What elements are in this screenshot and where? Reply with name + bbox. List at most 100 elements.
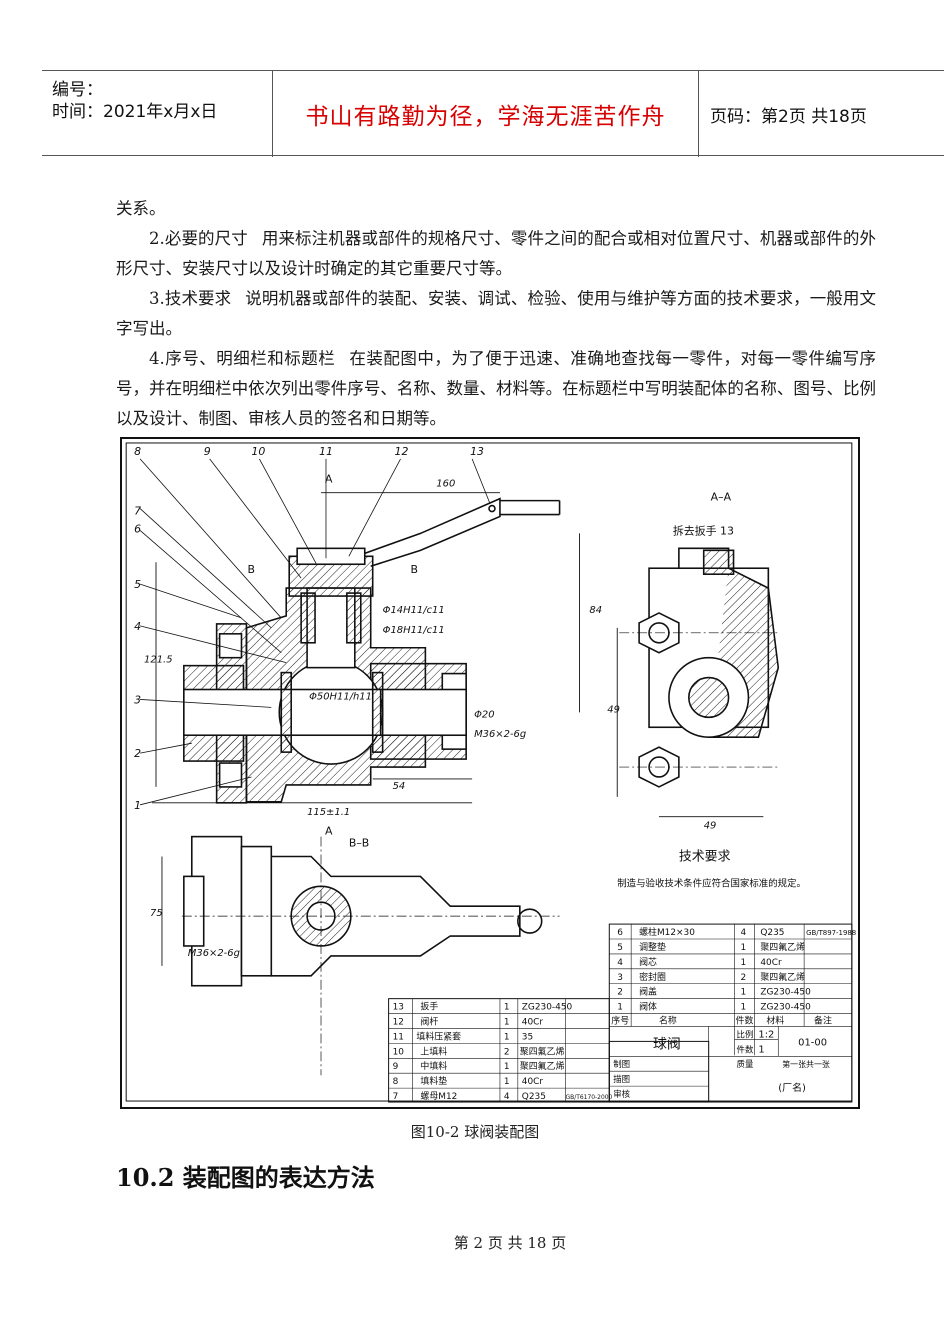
svg-text:ZG230-450: ZG230-450 bbox=[760, 1003, 811, 1013]
svg-text:1: 1 bbox=[504, 1003, 510, 1013]
svg-text:1: 1 bbox=[504, 1017, 510, 1027]
tech-title: 技术要求 bbox=[679, 849, 731, 864]
balloon-label: 9 bbox=[204, 445, 211, 458]
view-labels: A–A B–B A A B B 拆去扳手 13 bbox=[247, 473, 734, 850]
text-line: 关系。 bbox=[116, 199, 166, 218]
svg-text:40Cr: 40Cr bbox=[760, 958, 782, 968]
svg-text:40Cr: 40Cr bbox=[522, 1077, 544, 1087]
svg-text:填料垫: 填料垫 bbox=[420, 1075, 447, 1087]
svg-text:1: 1 bbox=[504, 1062, 510, 1072]
paragraph-tech-requirements: 3.技术要求说明机器或部件的装配、安装、调试、检验、使用与维护等方面的技术要求，… bbox=[116, 284, 876, 344]
svg-text:12: 12 bbox=[393, 1017, 404, 1027]
svg-text:1: 1 bbox=[741, 1003, 747, 1013]
balloon-label: 7 bbox=[134, 505, 141, 518]
svg-text:7: 7 bbox=[393, 1092, 399, 1102]
balloon-label: 5 bbox=[134, 578, 141, 591]
svg-text:聚四氟乙烯: 聚四氟乙烯 bbox=[520, 1060, 565, 1072]
svg-text:阀杆: 阀杆 bbox=[420, 1015, 438, 1027]
drawing-canvas: 8 9 10 11 12 13 7 6 5 4 3 2 1 160 84 121… bbox=[125, 442, 856, 1103]
svg-text:2: 2 bbox=[741, 973, 747, 983]
svg-text:Q235: Q235 bbox=[760, 928, 784, 938]
svg-text:4: 4 bbox=[617, 958, 623, 968]
svg-text:1: 1 bbox=[741, 958, 747, 968]
svg-text:Q235: Q235 bbox=[522, 1092, 546, 1102]
dim-label: Φ18H11/c11 bbox=[383, 625, 445, 636]
svg-text:3: 3 bbox=[617, 973, 623, 983]
svg-text:GB/T897-1988: GB/T897-1988 bbox=[806, 929, 856, 937]
svg-text:1: 1 bbox=[741, 988, 747, 998]
svg-text:5: 5 bbox=[617, 943, 623, 953]
svg-text:上填料: 上填料 bbox=[420, 1045, 447, 1057]
svg-text:序号: 序号 bbox=[611, 1015, 629, 1027]
svg-text:40Cr: 40Cr bbox=[522, 1017, 544, 1027]
svg-text:第一张共一张: 第一张共一张 bbox=[782, 1059, 830, 1069]
header-page-info: 页码：第2页 共18页 bbox=[710, 106, 867, 127]
paragraph-text: 用来标注机器或部件的规格尺寸、零件之间的配合或相对位置尺寸、机器或部件的外形尺寸… bbox=[116, 229, 877, 278]
view-label-a: A bbox=[325, 825, 333, 838]
dim-label: 84 bbox=[589, 605, 602, 616]
balloon-label: 8 bbox=[134, 445, 141, 458]
doc-time-label: 时间：2021年x月x日 bbox=[52, 102, 218, 122]
svg-text:备注: 备注 bbox=[814, 1015, 832, 1027]
doc-number-label: 编号： bbox=[52, 80, 103, 100]
view-label-bb: B–B bbox=[349, 837, 369, 850]
svg-text:01-00: 01-00 bbox=[798, 1037, 827, 1048]
svg-text:阀芯: 阀芯 bbox=[639, 956, 657, 968]
svg-text:聚四氟乙烯: 聚四氟乙烯 bbox=[520, 1045, 565, 1057]
header-meta: 编号： 时间：2021年x月x日 bbox=[52, 79, 277, 123]
dim-label: 115±1.1 bbox=[307, 807, 350, 818]
svg-text:聚四氟乙烯: 聚四氟乙烯 bbox=[760, 941, 805, 953]
dim-label: 121.5 bbox=[144, 655, 172, 666]
balloon-label: 4 bbox=[134, 620, 141, 633]
dim-label: M36×2-6g bbox=[474, 729, 526, 740]
paragraph-text: 在装配图中，为了便于迅速、准确地查找每一零件，对每一零件编写序号，并在明细栏中依… bbox=[116, 349, 876, 428]
dim-label: Φ20 bbox=[474, 709, 494, 720]
svg-text:2: 2 bbox=[504, 1047, 510, 1057]
balloon-label: 11 bbox=[319, 445, 333, 458]
parts-list-left: 13 扳手 1 ZG230-450 12 阀杆 1 40Cr 11 填料压紧套 … bbox=[393, 1001, 613, 1102]
svg-text:4: 4 bbox=[504, 1092, 510, 1102]
view-label-b: B bbox=[410, 563, 418, 576]
svg-text:中填料: 中填料 bbox=[420, 1060, 447, 1072]
svg-text:ZG230-450: ZG230-450 bbox=[522, 1003, 573, 1013]
parts-list-table bbox=[388, 923, 853, 1103]
assembly-drawing: 8 9 10 11 12 13 7 6 5 4 3 2 1 160 84 121… bbox=[120, 437, 860, 1109]
part-balloons: 8 9 10 11 12 13 7 6 5 4 3 2 1 bbox=[134, 445, 484, 812]
svg-text:材料: 材料 bbox=[766, 1015, 784, 1027]
svg-text:8: 8 bbox=[393, 1077, 399, 1087]
svg-text:1: 1 bbox=[504, 1032, 510, 1042]
svg-text:件数: 件数 bbox=[736, 1015, 754, 1027]
svg-text:11: 11 bbox=[393, 1032, 404, 1042]
svg-text:1: 1 bbox=[617, 1003, 623, 1013]
dim-label: M36×2-6g bbox=[188, 948, 240, 959]
dimension-labels: 160 84 121.5 115±1.1 54 49 49 75 Φ20 Φ14… bbox=[144, 479, 716, 959]
balloon-label: 6 bbox=[134, 522, 141, 535]
svg-text:比例: 比例 bbox=[737, 1029, 754, 1039]
balloon-label: 1 bbox=[134, 799, 141, 812]
page-header: 编号： 时间：2021年x月x日 书山有路勤为径，学海无涯苦作舟 页码：第2页 … bbox=[42, 70, 944, 157]
svg-text:描图: 描图 bbox=[613, 1074, 630, 1084]
svg-text:9: 9 bbox=[393, 1062, 399, 1072]
header-divider bbox=[272, 71, 273, 157]
balloon-label: 13 bbox=[470, 445, 484, 458]
paragraph-dimensions: 2.必要的尺寸用来标注机器或部件的规格尺寸、零件之间的配合或相对位置尺寸、机器或… bbox=[116, 224, 876, 284]
section-title: 10.2 装配图的表达方法 bbox=[116, 1163, 375, 1192]
svg-text:10: 10 bbox=[393, 1047, 405, 1057]
svg-text:制图: 制图 bbox=[613, 1059, 630, 1069]
svg-text:6: 6 bbox=[617, 928, 623, 938]
svg-text:扳手: 扳手 bbox=[420, 1001, 438, 1013]
svg-text:ZG230-450: ZG230-450 bbox=[760, 988, 811, 998]
svg-text:填料压紧套: 填料压紧套 bbox=[416, 1030, 461, 1042]
dim-label: 160 bbox=[436, 479, 455, 490]
svg-text:聚四氟乙烯: 聚四氟乙烯 bbox=[760, 971, 805, 983]
svg-text:螺柱M12×30: 螺柱M12×30 bbox=[639, 926, 695, 938]
svg-text:1:2: 1:2 bbox=[758, 1029, 774, 1040]
view-label-b: B bbox=[247, 563, 255, 576]
svg-text:4: 4 bbox=[741, 928, 747, 938]
svg-text:质量: 质量 bbox=[737, 1059, 754, 1069]
valve-handle bbox=[364, 497, 501, 567]
view-label-aa: A–A bbox=[711, 491, 732, 504]
parts-list-right: 6 螺柱M12×30 4 Q235 GB/T897-1988 5 调整垫 1 聚… bbox=[611, 926, 856, 1026]
svg-text:螺母M12: 螺母M12 bbox=[420, 1091, 457, 1102]
svg-text:密封圈: 密封圈 bbox=[639, 971, 666, 983]
